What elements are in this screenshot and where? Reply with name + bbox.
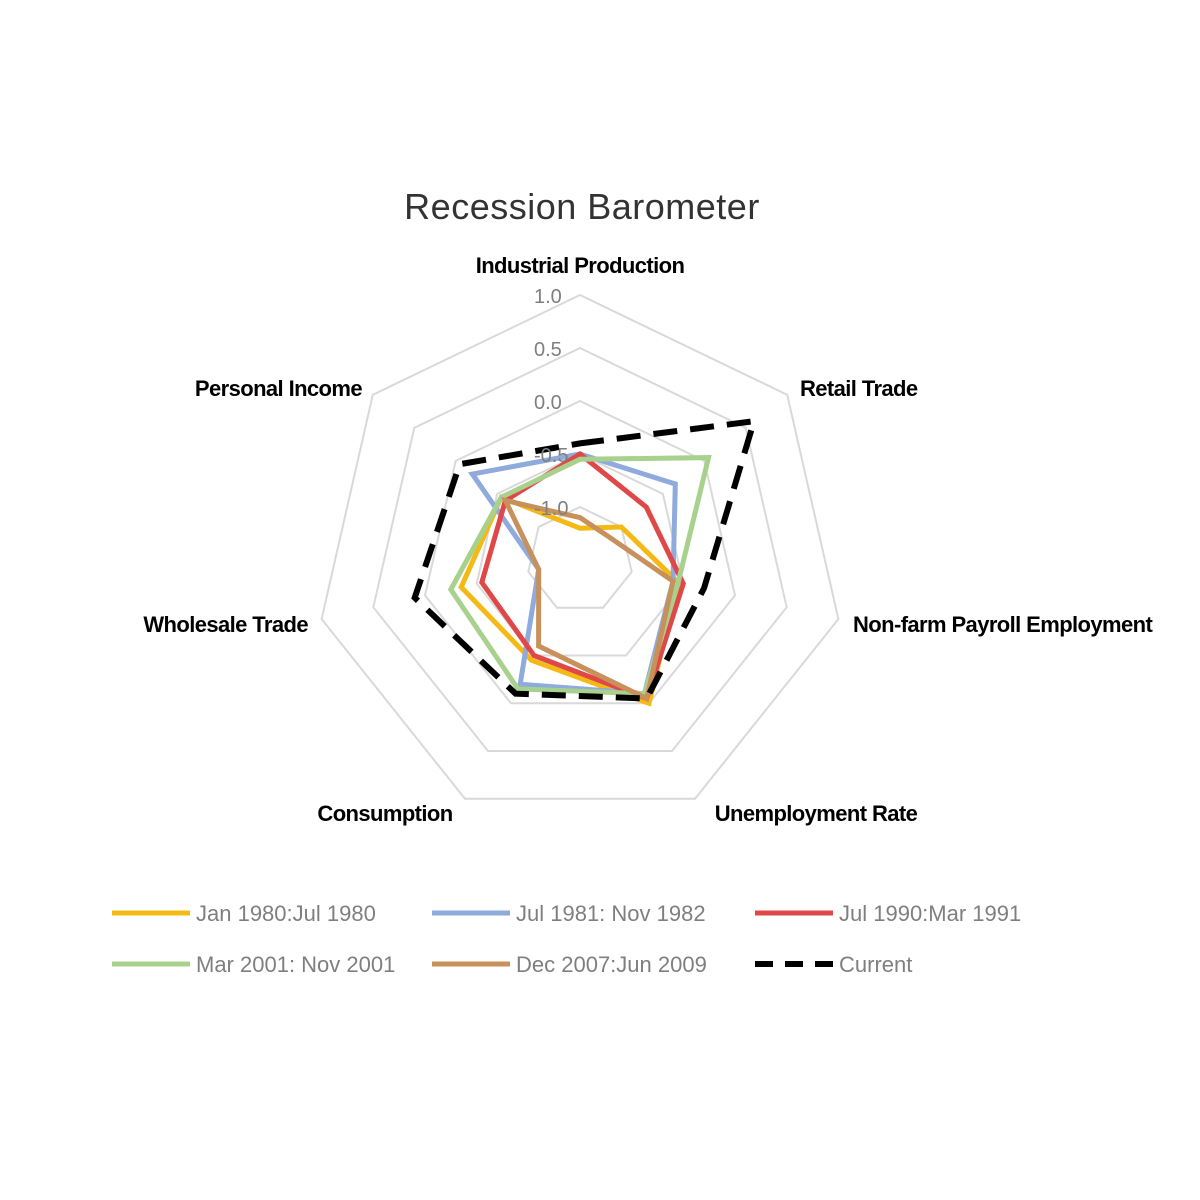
- legend-label: Jul 1981: Nov 1982: [516, 901, 706, 926]
- series-dec-2007-jun-2009: [500, 496, 676, 703]
- axis-label-industrial-production: Industrial Production: [476, 253, 685, 278]
- legend-item-jul-1981-nov-1982: Jul 1981: Nov 1982: [432, 901, 706, 926]
- legend: Jan 1980:Jul 1980 Jul 1981: Nov 1982 Jul 1…: [112, 901, 1021, 977]
- axis-label-consumption: Consumption: [317, 801, 452, 826]
- legend-item-current: Current: [755, 952, 912, 977]
- axis-label-wholesale-trade: Wholesale Trade: [143, 612, 308, 637]
- legend-label: Current: [839, 952, 912, 977]
- grid-ring-1-0: [527, 505, 633, 609]
- radar-grid: [320, 293, 840, 800]
- grid-ring-1-0: [320, 293, 840, 800]
- series-layer: [411, 417, 759, 707]
- series-current: [411, 417, 759, 702]
- tick-label-1-0: -1.0: [534, 498, 568, 520]
- tick-label-0-0: 0.0: [534, 392, 562, 414]
- legend-label: Jan 1980:Jul 1980: [196, 901, 376, 926]
- axis-labels: Industrial Production Retail Trade Non-f…: [143, 253, 1154, 826]
- radial-tick-labels: 1.0 0.5 0.0 -0.5 -1.0: [534, 286, 568, 520]
- legend-item-jul-1990-mar-1991: Jul 1990:Mar 1991: [755, 901, 1021, 926]
- tick-label-1-0: 1.0: [534, 286, 562, 308]
- legend-item-dec-2007-jun-2009: Dec 2007:Jun 2009: [432, 952, 707, 977]
- axis-label-non-farm-payroll-employment: Non-farm Payroll Employment: [853, 612, 1153, 637]
- legend-label: Dec 2007:Jun 2009: [516, 952, 707, 977]
- series-jul-1981-nov-1982: [468, 451, 678, 697]
- grid-ring-0-5: [372, 346, 788, 752]
- legend-label: Jul 1990:Mar 1991: [839, 901, 1021, 926]
- tick-label-0-5: 0.5: [534, 339, 562, 361]
- legend-item-mar-2001-nov-2001: Mar 2001: Nov 2001: [112, 952, 395, 977]
- legend-label: Mar 2001: Nov 2001: [196, 952, 395, 977]
- legend-item-jan-1980-jul-1980: Jan 1980:Jul 1980: [112, 901, 376, 926]
- axis-label-retail-trade: Retail Trade: [800, 376, 918, 401]
- tick-label-0-5: -0.5: [534, 445, 568, 467]
- chart-title: Recession Barometer: [404, 186, 760, 227]
- series-mar-2001-nov-2001: [447, 455, 712, 697]
- axis-label-personal-income: Personal Income: [195, 376, 362, 401]
- axis-label-unemployment-rate: Unemployment Rate: [715, 801, 918, 826]
- series-jul-1990-mar-1991: [479, 450, 686, 702]
